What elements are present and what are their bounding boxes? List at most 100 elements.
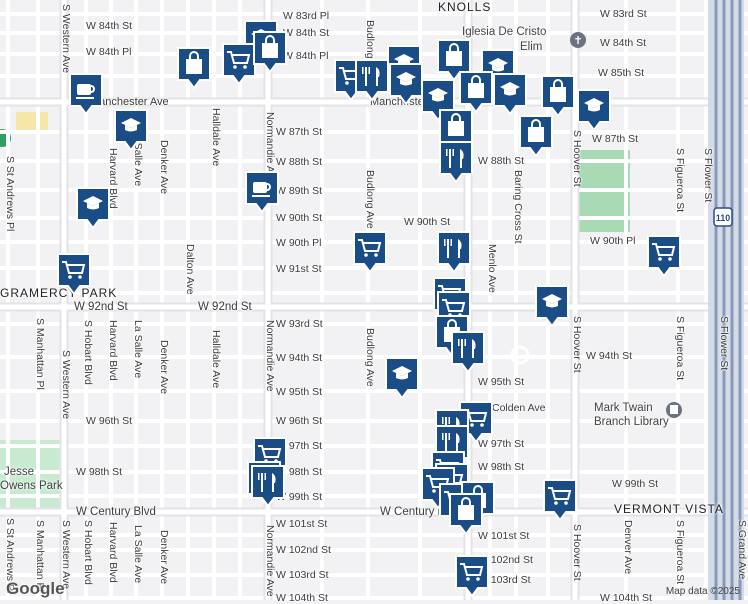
street-label: Dalton Ave	[184, 244, 196, 295]
street-label: W 95th St	[276, 386, 323, 398]
restaurant-marker-icon[interactable]	[438, 140, 474, 184]
street-label: S Hobart Blvd	[82, 320, 94, 385]
street-label: W 94th St	[586, 350, 633, 362]
school-marker-icon[interactable]	[384, 356, 420, 400]
school-marker-icon[interactable]	[388, 62, 424, 106]
bag-marker-icon[interactable]	[448, 492, 484, 536]
street-label: S Flower St	[702, 148, 714, 203]
street-label: W 92nd St	[198, 301, 252, 313]
svg-text:✝: ✝	[573, 34, 582, 47]
street-label: W 98th St	[76, 466, 123, 478]
street-label: W 93rd St	[276, 318, 323, 330]
street-label: S Figueroa St	[674, 316, 686, 381]
street-label: Denker Ave	[158, 340, 170, 395]
school-marker-icon[interactable]	[75, 186, 111, 230]
street-label: S Figueroa St	[674, 520, 686, 585]
street-label: W 103rd St	[478, 574, 531, 586]
street-label: S Figueroa St	[674, 148, 686, 213]
park-area	[0, 440, 64, 510]
street-label: W 101st St	[478, 530, 530, 542]
highway-shield-icon	[713, 207, 733, 227]
restaurant-marker-icon[interactable]	[436, 230, 472, 274]
street-label: S Hobart Blvd	[82, 520, 94, 585]
shopping-cart-marker-icon[interactable]	[646, 234, 682, 278]
restaurant-marker-icon[interactable]	[450, 330, 486, 374]
street-label: Normandie Ave	[264, 320, 276, 392]
street-label: W 90th St	[276, 212, 323, 224]
bag-marker-icon[interactable]	[176, 46, 212, 90]
street-label: W 99th St	[276, 491, 323, 503]
street-label: W 90th Pl	[276, 237, 322, 249]
street-label: W 101st St	[276, 518, 328, 530]
street-label: W 98th St	[478, 461, 525, 473]
street-label: W 88th St	[276, 156, 323, 168]
school-marker-icon[interactable]	[576, 88, 612, 132]
bag-marker-icon[interactable]	[458, 70, 494, 114]
bag-marker-icon[interactable]	[252, 30, 288, 74]
shopping-cart-marker-icon[interactable]	[56, 252, 92, 296]
street-label: W 94th St	[276, 352, 323, 364]
street-label: W 90th Pl	[590, 235, 636, 247]
street-label: S St Andrews Pl	[4, 156, 16, 232]
school-marker-icon[interactable]	[492, 72, 528, 116]
cafe-marker-icon[interactable]	[244, 170, 280, 214]
street-label: Budlong Ave	[364, 328, 376, 387]
street-label: W 102nd St	[276, 544, 331, 556]
street-label: W 88th St	[478, 155, 525, 167]
google-logo: Google	[6, 579, 65, 598]
street-label: S Manhattan Pl	[34, 318, 46, 390]
place-label[interactable]: Owens Park	[0, 480, 63, 492]
street-label: W 84th St	[600, 37, 647, 49]
place-label[interactable]: Elim	[520, 41, 543, 53]
street-label: S Flower St	[718, 316, 730, 371]
street-label: Colden Ave	[492, 402, 546, 414]
street-label: Denker Ave	[158, 140, 170, 195]
street-label: W 87th St	[592, 133, 639, 145]
street-label: W 104th St	[276, 592, 328, 604]
street-label: W 96th St	[86, 415, 133, 427]
street-label: Harvard Blvd	[107, 320, 119, 381]
street-label: W 85th St	[598, 67, 645, 79]
place-label[interactable]: Jesse	[4, 466, 35, 478]
restaurant-marker-icon[interactable]	[354, 58, 390, 102]
street-label: Menlo Ave	[486, 244, 498, 293]
street-label: Denker Ave	[158, 530, 170, 585]
street-label: W Century Blvd	[76, 506, 156, 518]
street-label: S Hoover St	[571, 524, 583, 581]
street-label: W 84th St	[86, 20, 133, 32]
street-label: Denver Ave	[622, 520, 634, 575]
cafe-marker-icon[interactable]	[68, 72, 104, 116]
street-label: W 97th St	[478, 438, 525, 450]
restaurant-marker-icon[interactable]	[250, 464, 286, 508]
street-label: W 90th St	[404, 216, 451, 228]
school-marker-icon[interactable]	[534, 284, 570, 328]
highway-shield-label: 110	[716, 213, 731, 223]
place-label[interactable]: Mark Twain	[594, 402, 653, 414]
street-label: Halldale Ave	[210, 330, 222, 389]
street-label: Normandie Ave	[264, 525, 276, 597]
place-label[interactable]: Branch Library	[594, 416, 669, 428]
place-label[interactable]: Iglesia De Cristo	[462, 26, 547, 38]
street-label: Baring Cross St	[512, 170, 524, 244]
street-label: W 97th St	[276, 440, 323, 452]
street-label: W 92nd St	[74, 301, 128, 313]
shopping-cart-marker-icon[interactable]	[542, 478, 578, 522]
freeway-110	[708, 0, 744, 600]
street-label: W 102nd St	[478, 554, 533, 566]
neighborhood-label: KNOLLS	[438, 0, 492, 14]
street-label: La Salle Ave	[132, 320, 144, 379]
bag-marker-icon[interactable]	[436, 38, 472, 82]
street-label: W 98th St	[276, 466, 323, 478]
street-label: S Hoover St	[571, 130, 583, 187]
bag-marker-icon[interactable]	[518, 114, 554, 158]
bag-marker-icon[interactable]	[540, 74, 576, 118]
street-label: W 104th St	[600, 592, 652, 604]
street-label: W 96th St	[276, 415, 323, 427]
neighborhood-label: VERMONT VISTA	[614, 502, 724, 516]
map-attribution: Map data ©2025	[665, 586, 740, 597]
street-label: Harvard Blvd	[107, 522, 119, 583]
shopping-cart-marker-icon[interactable]	[352, 230, 388, 274]
shopping-cart-marker-icon[interactable]	[454, 554, 490, 598]
school-marker-icon[interactable]	[113, 108, 149, 152]
